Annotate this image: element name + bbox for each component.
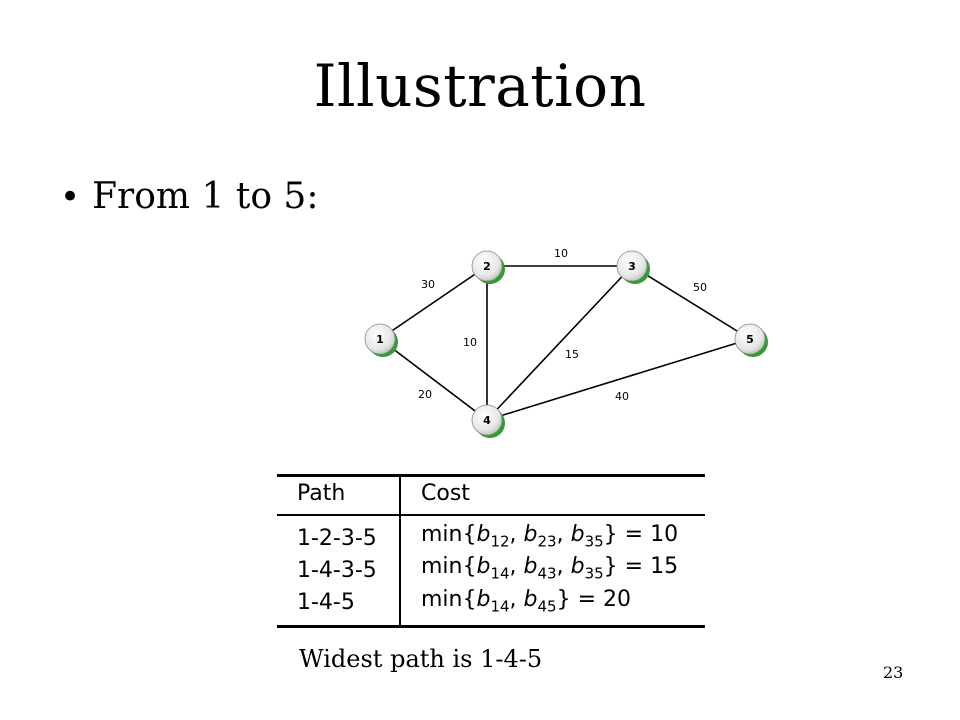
cost-cell: min{b14, b45} = 20: [399, 586, 705, 627]
graph-node-1: 1: [364, 323, 398, 357]
cost-cell: min{b14, b43, b35} = 15: [399, 554, 705, 587]
edge-weight-label: 15: [565, 348, 579, 361]
caption: Widest path is 1-4-5: [299, 645, 543, 673]
node-label: 1: [376, 333, 384, 346]
table-header-row: Path Cost: [277, 475, 705, 516]
cost-cell: min{b12, b23, b35} = 10: [399, 515, 705, 555]
bullet-dot-icon: •: [60, 176, 81, 217]
edge-4-5: [486, 338, 751, 421]
graph-node-3: 3: [616, 250, 650, 284]
edge-3-4: [486, 265, 633, 421]
edge-1-2: [379, 265, 488, 340]
path-cost-table: Path Cost 1-2-3-5 min{b12, b23, b35} = 10…: [277, 474, 705, 629]
node-label: 5: [746, 333, 754, 346]
bullet-text: From 1 to 5:: [92, 176, 319, 217]
graph-node-2: 2: [471, 250, 505, 284]
edge-weight-label: 10: [463, 336, 477, 349]
column-header-cost: Cost: [399, 475, 705, 516]
graph-node-4: 4: [471, 404, 505, 438]
path-cell: 1-4-3-5: [297, 558, 377, 584]
graph-node-5: 5: [734, 323, 768, 357]
table-row: 1-2-3-5 min{b12, b23, b35} = 10: [277, 515, 705, 555]
node-label: 2: [483, 260, 491, 273]
path-cell: 1-4-5: [297, 590, 355, 616]
slide-title: Illustration: [313, 52, 647, 120]
slide-number: 23: [883, 663, 904, 682]
edge-weight-label: 20: [418, 388, 432, 401]
column-header-path: Path: [277, 475, 400, 516]
edge-3-5: [631, 265, 751, 340]
edge-1-4: [379, 338, 488, 421]
edge-weight-label: 30: [421, 278, 435, 291]
edge-weight-label: 40: [615, 390, 629, 403]
node-label: 3: [628, 260, 636, 273]
table-row: 1-4-5 min{b14, b45} = 20: [277, 586, 705, 627]
path-cell: 1-2-3-5: [297, 525, 377, 551]
node-label: 4: [483, 414, 491, 427]
edge-weight-label: 10: [554, 247, 568, 260]
bullet-item: • From 1 to 5:: [60, 176, 318, 217]
edge-weight-label: 50: [693, 281, 707, 294]
table-row: 1-4-3-5 min{b14, b43, b35} = 15: [277, 554, 705, 587]
